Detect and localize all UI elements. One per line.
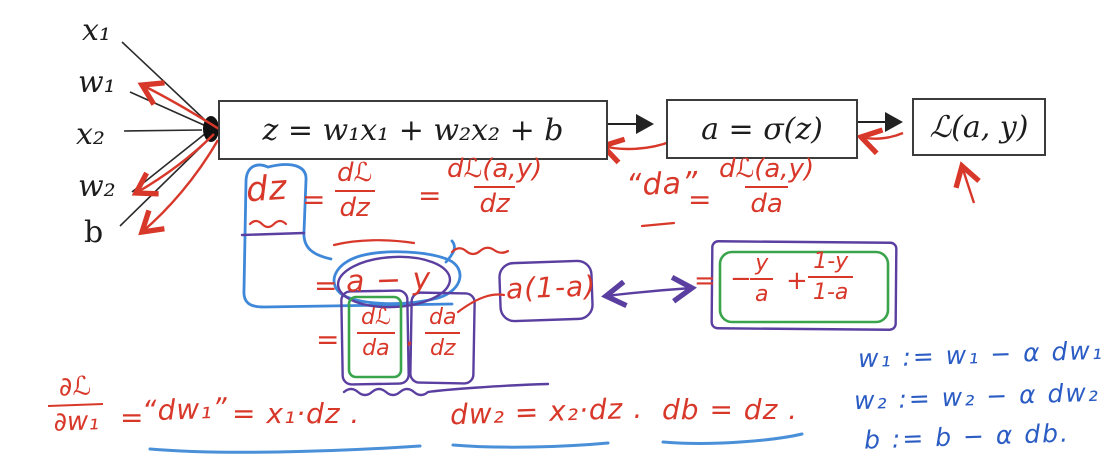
input-fanin-lines xyxy=(119,41,209,227)
node-a-formula: a = σ(z) xyxy=(701,111,823,147)
fraction-dl-da: dℒ da xyxy=(356,306,396,360)
fraction-denominator: da xyxy=(357,332,395,360)
red-underlines xyxy=(248,219,676,314)
fraction-denominator: 1-a xyxy=(808,276,854,304)
fraction-denominator: da xyxy=(745,186,788,218)
fraction-denominator: dz xyxy=(424,332,461,360)
fraction-dlay-dz: dℒ(a,y) dz xyxy=(442,154,547,219)
node-loss-formula: ℒ(a, y) xyxy=(929,109,1029,145)
equals-sign: = xyxy=(314,269,339,302)
node-box-z: z = w₁x₁ + w₂x₂ + b xyxy=(218,100,608,160)
equals-sign: = xyxy=(694,266,717,296)
fraction-dlay-da: dℒ(a,y) da xyxy=(714,154,819,219)
fraction-dl-dw1: ∂ℒ ∂w₁ xyxy=(47,371,105,438)
node-box-loss: ℒ(a, y) xyxy=(912,98,1046,156)
fraction-denominator: a xyxy=(750,278,774,306)
fraction-numerator: dℒ(a,y) xyxy=(447,154,543,184)
input-label-b: b xyxy=(84,215,104,250)
db-formula: db = dz . xyxy=(662,393,799,426)
backward-arrow-icons xyxy=(131,80,981,236)
dw1-formula: = x₁·dz . xyxy=(232,397,361,430)
input-label-x1: x₁ xyxy=(82,13,111,48)
equals-sign: = xyxy=(688,183,713,216)
forward-arrow-icons xyxy=(606,112,903,134)
fraction-numerator: dℒ xyxy=(361,305,391,330)
green-annotation-boxes xyxy=(347,250,890,379)
a-one-minus-a-expression: a(1-a) xyxy=(505,269,597,306)
fraction-1my-1ma: 1-y 1-a xyxy=(808,249,854,304)
purple-annotation-shapes xyxy=(240,231,898,397)
fraction-da-dz: da dz xyxy=(424,306,461,360)
plus-sign: + xyxy=(786,266,809,296)
fraction-dl-dz: dℒ dz xyxy=(332,158,377,223)
update-rule-b: b := b − α db. xyxy=(863,418,1071,455)
dw2-formula: dw₂ = x₂·dz . xyxy=(449,391,644,432)
equals-sign: = xyxy=(316,323,341,356)
equals-sign: = xyxy=(418,179,443,212)
blue-underlines xyxy=(148,432,804,454)
a-minus-y-expression: a − y xyxy=(345,261,432,300)
fraction-numerator: y xyxy=(755,251,769,276)
fraction-denominator: dz xyxy=(334,190,375,222)
fraction-denominator: ∂w₁ xyxy=(47,403,105,438)
fraction-numerator: ∂ℒ xyxy=(58,371,92,403)
fraction-numerator: 1-y xyxy=(813,249,849,274)
minus-sign: − xyxy=(730,264,753,294)
input-label-w2: w₂ xyxy=(78,169,116,204)
multiplication-dot: · xyxy=(404,327,415,362)
node-box-a: a = σ(z) xyxy=(666,99,858,159)
fraction-numerator: dℒ(a,y) xyxy=(719,154,815,184)
input-label-w1: w₁ xyxy=(78,65,116,100)
fraction-y-a: y a xyxy=(750,251,774,306)
fraction-denominator: dz xyxy=(474,186,515,218)
fraction-numerator: da xyxy=(429,305,457,330)
fraction-numerator: dℒ xyxy=(337,158,373,188)
equals-sign: = xyxy=(120,401,145,434)
equals-sign: = xyxy=(302,183,327,216)
input-label-x2: x₂ xyxy=(76,117,105,152)
dz-label: dz xyxy=(244,167,289,211)
dw1-label: “dw₁” xyxy=(141,391,229,428)
node-z-formula: z = w₁x₁ + w₂x₂ + b xyxy=(262,112,564,148)
